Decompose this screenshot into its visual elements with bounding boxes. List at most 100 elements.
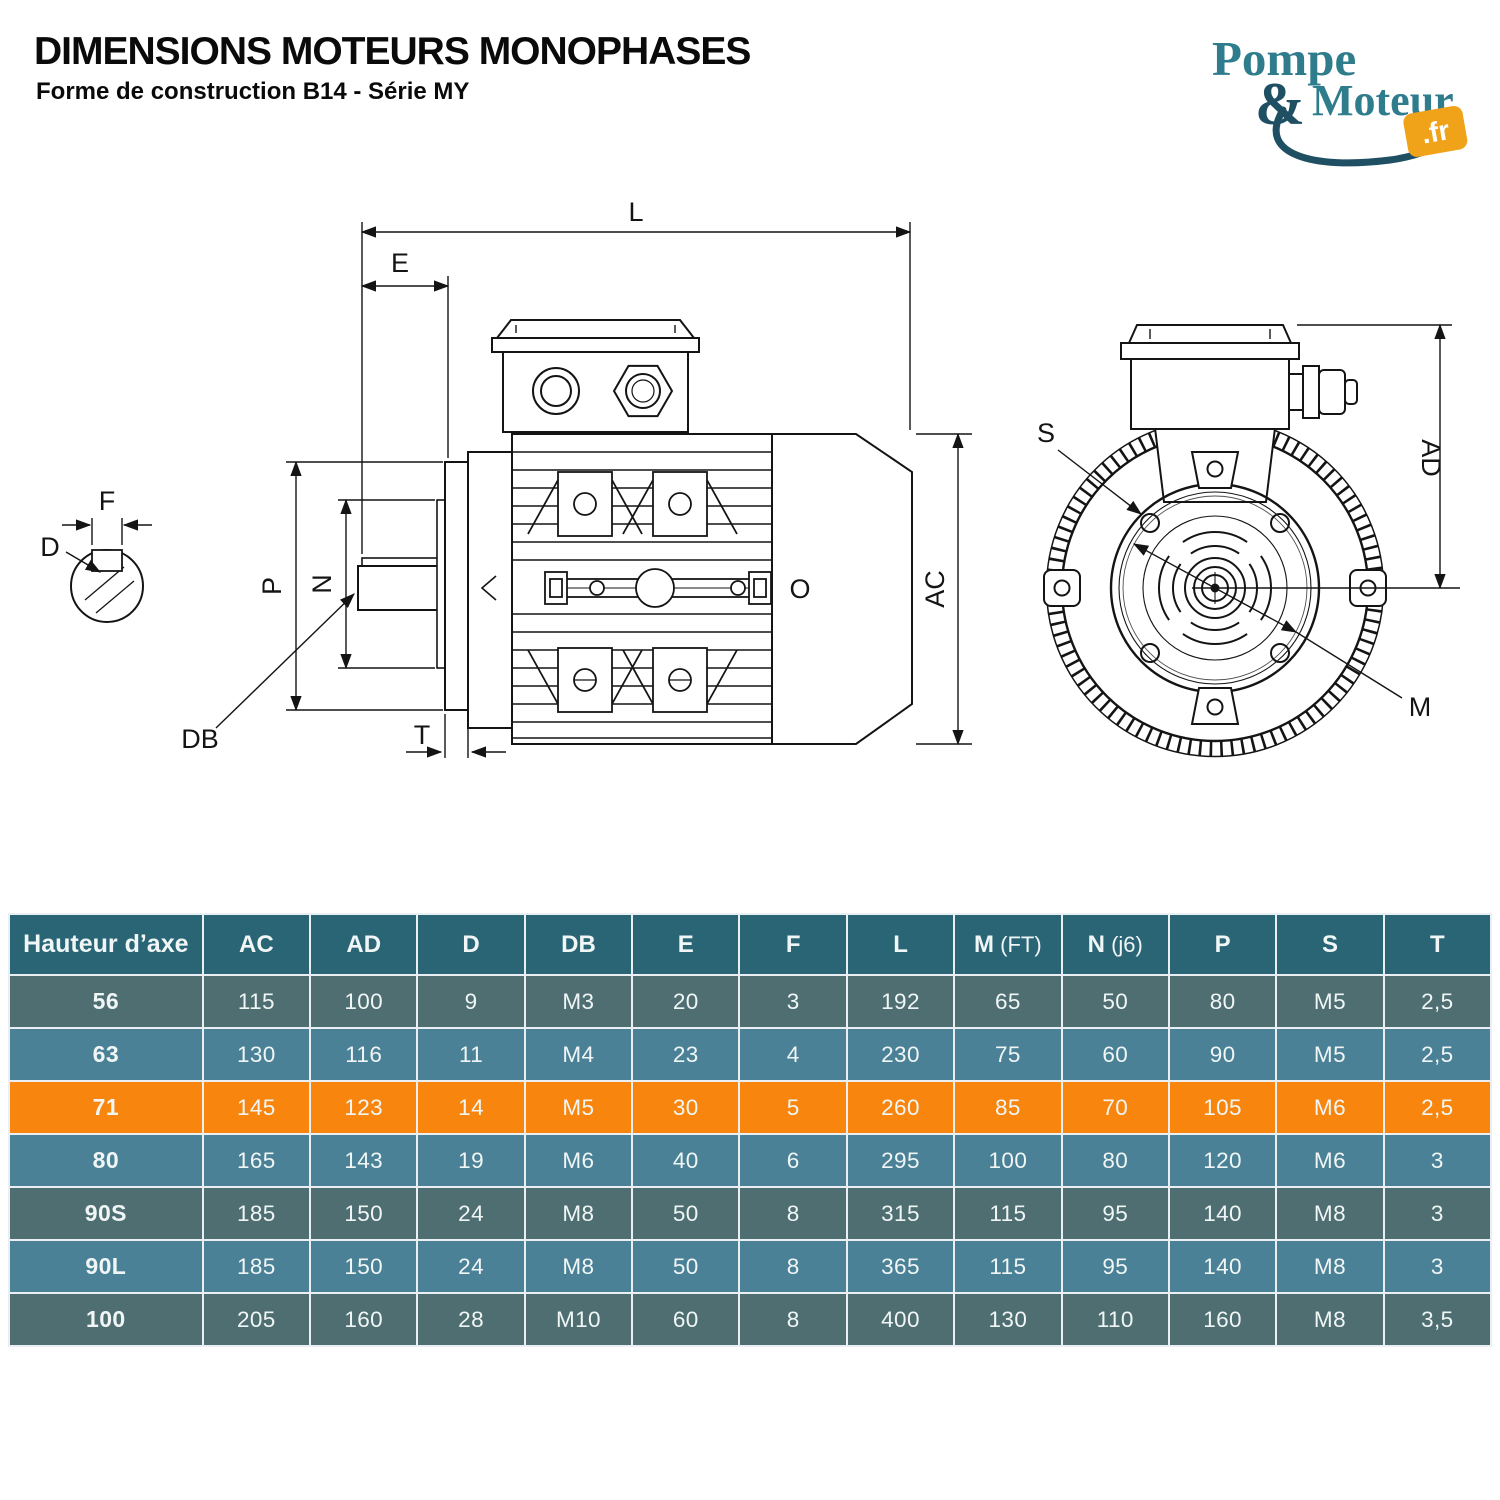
column-header: AD (309, 913, 419, 976)
value-cell: M8 (523, 1186, 634, 1241)
value-cell: 115 (201, 974, 312, 1029)
logo-ampersand: & (1255, 71, 1305, 137)
value-cell: 95 (1060, 1186, 1170, 1241)
dim-label-p: P (257, 577, 287, 595)
dim-label-f: F (99, 486, 116, 516)
column-header: L (845, 913, 956, 976)
value-cell: 365 (845, 1239, 956, 1294)
value-cell: 20 (631, 974, 741, 1029)
value-cell: 30 (631, 1080, 741, 1135)
value-cell: 230 (845, 1027, 956, 1082)
value-cell: 3 (1382, 1186, 1493, 1241)
motor-front-view (1043, 324, 1387, 758)
value-cell: 205 (201, 1292, 312, 1347)
value-cell: 115 (953, 1186, 1063, 1241)
value-cell: 85 (953, 1080, 1063, 1135)
column-header: T (1382, 913, 1493, 976)
value-cell: 65 (953, 974, 1063, 1029)
value-cell: 4 (738, 1027, 848, 1082)
value-cell: M6 (1275, 1133, 1385, 1188)
value-cell: 192 (845, 974, 956, 1029)
value-cell: 50 (631, 1239, 741, 1294)
value-cell: 50 (631, 1186, 741, 1241)
dim-label-t: T (414, 720, 431, 750)
value-cell: 115 (953, 1239, 1063, 1294)
value-cell: 140 (1167, 1186, 1278, 1241)
value-cell: 3 (1382, 1133, 1493, 1188)
brand-logo: Pompe & Moteur .fr (1212, 31, 1468, 167)
value-cell: 130 (953, 1292, 1063, 1347)
dim-label-db: DB (181, 724, 219, 754)
value-cell: M6 (1275, 1080, 1385, 1135)
value-cell: 40 (631, 1133, 741, 1188)
row-height-cell: 71 (8, 1080, 204, 1135)
technical-diagram: L E F D P N DB T O AC S AD M (40, 197, 1460, 758)
value-cell: 100 (953, 1133, 1063, 1188)
value-cell: 123 (309, 1080, 419, 1135)
value-cell: 5 (738, 1080, 848, 1135)
value-cell: M8 (1275, 1186, 1385, 1241)
dim-label-s: S (1037, 418, 1055, 448)
value-cell: 24 (416, 1239, 526, 1294)
value-cell: 70 (1060, 1080, 1170, 1135)
value-cell: 295 (845, 1133, 956, 1188)
column-header: F (738, 913, 848, 976)
page-title: DIMENSIONS MOTEURS MONOPHASES (34, 30, 751, 73)
row-height-cell: 80 (8, 1133, 204, 1188)
dim-label-e: E (391, 248, 409, 278)
value-cell: 3,5 (1382, 1292, 1493, 1347)
value-cell: 2,5 (1382, 974, 1493, 1029)
value-cell: 400 (845, 1292, 956, 1347)
value-cell: 140 (1167, 1239, 1278, 1294)
value-cell: 23 (631, 1027, 741, 1082)
value-cell: 11 (416, 1027, 526, 1082)
value-cell: 143 (309, 1133, 419, 1188)
dim-label-ac: AC (920, 570, 950, 608)
value-cell: 260 (845, 1080, 956, 1135)
value-cell: 3 (738, 974, 848, 1029)
row-height-cell: 63 (8, 1027, 204, 1082)
column-header: AC (201, 913, 312, 976)
dim-label-n: N (307, 574, 337, 594)
value-cell: 185 (201, 1186, 312, 1241)
value-cell: 315 (845, 1186, 956, 1241)
value-cell: M5 (523, 1080, 634, 1135)
dim-label-l: L (628, 197, 643, 227)
column-header: N (j6) (1060, 913, 1170, 976)
dim-label-m: M (1409, 692, 1432, 722)
value-cell: 80 (1167, 974, 1278, 1029)
value-cell: 2,5 (1382, 1080, 1493, 1135)
value-cell: 150 (309, 1186, 419, 1241)
value-cell: 185 (201, 1239, 312, 1294)
value-cell: 145 (201, 1080, 312, 1135)
value-cell: 14 (416, 1080, 526, 1135)
value-cell: 6 (738, 1133, 848, 1188)
column-header: E (631, 913, 741, 976)
value-cell: M4 (523, 1027, 634, 1082)
column-header: Hauteur d’axe (8, 913, 204, 976)
row-height-cell: 100 (8, 1292, 204, 1347)
column-header: P (1167, 913, 1278, 976)
value-cell: 60 (1060, 1027, 1170, 1082)
value-cell: 95 (1060, 1239, 1170, 1294)
dim-label-ad: AD (1416, 439, 1446, 477)
dim-label-d: D (40, 532, 60, 562)
row-height-cell: 56 (8, 974, 204, 1029)
dimension-lines (62, 222, 1460, 758)
value-cell: 80 (1060, 1133, 1170, 1188)
value-cell: M8 (523, 1239, 634, 1294)
value-cell: 50 (1060, 974, 1170, 1029)
value-cell: 60 (631, 1292, 741, 1347)
column-header: M (FT) (953, 913, 1063, 976)
value-cell: M10 (523, 1292, 634, 1347)
